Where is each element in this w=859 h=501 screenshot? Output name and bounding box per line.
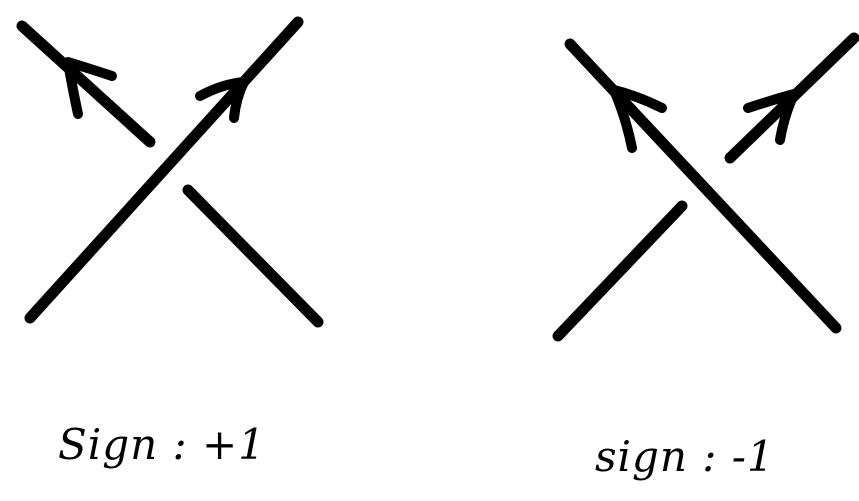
under-strand-upper <box>16 20 156 148</box>
arrowhead-up-right <box>743 89 799 145</box>
under-strand-lower <box>552 200 688 342</box>
arrowhead-up-right <box>195 77 249 123</box>
over-strand <box>24 16 304 324</box>
negative-crossing <box>430 0 859 360</box>
positive-crossing-drawing <box>16 16 324 328</box>
arrowhead-up-left <box>63 57 117 119</box>
negative-crossing-caption: sign : -1 <box>595 432 775 481</box>
negative-crossing-drawing <box>552 32 859 342</box>
under-strand-lower <box>182 184 324 328</box>
positive-crossing <box>0 0 430 360</box>
arrowhead-up-left <box>609 85 667 153</box>
positive-crossing-caption: Sign : +1 <box>58 420 266 469</box>
